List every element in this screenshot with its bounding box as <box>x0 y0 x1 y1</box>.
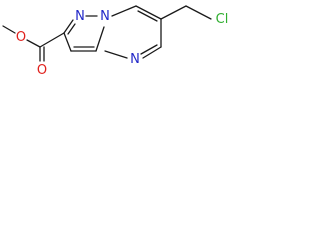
c2-n1-bond <box>63 19 74 34</box>
chemical-structure-diagram: O O N N N Cl <box>2 5 229 78</box>
pyrimidine-ring-bonds <box>104 5 162 59</box>
ester-to-ring-bond <box>39 32 65 48</box>
pyrazole-nitrogen-label: N <box>75 9 85 24</box>
c2-n1-double-bond <box>67 23 76 35</box>
c5-n4-double-bond <box>140 44 158 55</box>
chloroethyl-chain-bonds <box>160 5 212 20</box>
methyl-oxygen-label: O <box>16 30 26 45</box>
n-bridge-c7-bond <box>111 5 137 17</box>
c7-c6-double-bond <box>137 10 158 22</box>
methyl-bond <box>2 25 16 34</box>
c7-c6-bond <box>135 5 162 20</box>
c3a-n-bridge-bond <box>95 26 105 52</box>
c2-c3-bond <box>63 32 72 52</box>
ring-to-ch2-bond <box>160 5 187 20</box>
bridgehead-nitrogen-label: N <box>100 9 110 24</box>
chlorine-label: Cl <box>216 12 229 27</box>
ch2-ch2-bond <box>185 5 212 20</box>
c5-n4-bond <box>142 46 162 59</box>
pyrazole-ring-bonds <box>63 15 105 52</box>
ester-group-bonds <box>2 25 65 62</box>
carbonyl-oxygen-label: O <box>37 63 47 78</box>
n4-c3a-bond <box>104 50 128 59</box>
pyrimidine-nitrogen-label: N <box>130 52 140 67</box>
ester-o-c-bond <box>26 39 41 48</box>
